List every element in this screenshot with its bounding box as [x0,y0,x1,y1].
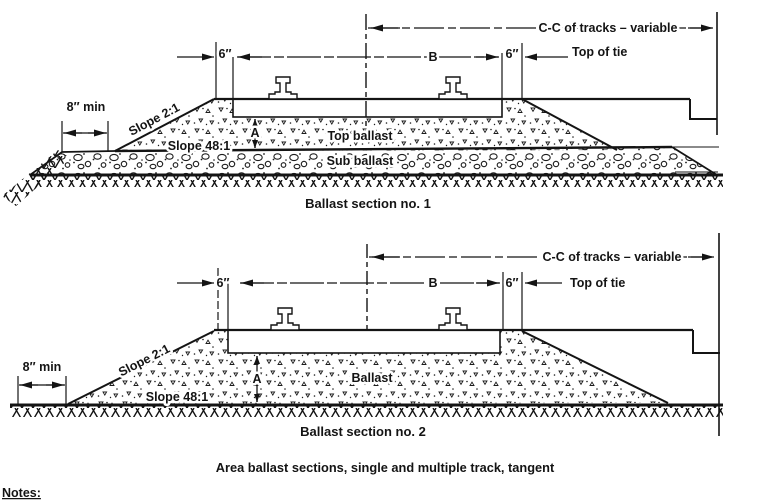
dimension-six-left: 6″ [177,268,232,330]
ballast-label: Ballast [352,371,394,385]
sub-ballast-label: Sub ballast [327,154,395,168]
cc-tracks-label: C-C of tracks – variable [543,250,682,264]
b-label: B [428,50,437,64]
dimension-depth-a: A [250,356,264,402]
rail-icon [438,76,468,100]
top-of-tie-label: Top of tie [572,45,627,59]
rail-icon [438,307,468,331]
dimension-six-right: 6″ Top of tie [502,272,628,331]
right-reference-lines [672,146,719,173]
dimension-b: B [237,48,499,67]
dimension-b: B [240,274,500,293]
ground-hatch [30,176,723,187]
b-label: B [428,276,437,290]
depth-a-label: A [250,126,259,140]
ballast-section-2: C-C of tracks – variable B 6″ 6″ Top of … [10,233,723,439]
dimension-eight-min: 8″ min [61,98,109,152]
rail-icon [270,307,300,331]
ballast-right-slope [521,98,618,151]
track-tie-box [232,98,503,118]
depth-a-label: A [252,372,261,386]
dimension-six-right: 6″ Top of tie [501,43,630,99]
dimension-cc-tracks: C-C of tracks – variable [368,19,713,38]
ballast-section-1: C-C of tracks – variable B 6″ 6″ Top of … [2,12,723,211]
adjacent-track-step [689,99,717,120]
rail-icon [268,76,298,100]
six-right-label: 6″ [506,47,519,61]
slope-48-1-label: Slope 48:1 [146,390,209,404]
dimension-eight-min: 8″ min [17,358,67,404]
adjacent-track-step [692,330,720,354]
ballast-left-slope [67,330,215,405]
section-1-caption: Ballast section no. 1 [305,196,431,211]
ballast-region [68,331,668,404]
eight-min-label: 8″ min [67,100,106,114]
figure-caption: Area ballast sections, single and multip… [216,460,555,475]
track-tie-box [227,329,501,354]
sub-ballast-region [30,147,717,175]
ground-toe-hatch [2,150,70,206]
sub-ballast-right-slope [671,146,718,176]
slope-48-1-label: Slope 48:1 [168,139,231,153]
dimension-depth-a: A [248,119,262,148]
sub-ballast-top-line [114,145,673,153]
top-of-tie-label: Top of tie [570,276,625,290]
eight-min-label: 8″ min [23,360,62,374]
dimension-cc-tracks: C-C of tracks – variable [369,248,714,267]
top-ballast-label: Top ballast [327,129,393,143]
dimension-six-left: 6″ [177,42,234,99]
cc-tracks-label: C-C of tracks – variable [539,21,678,35]
ballast-right-slope [521,330,669,404]
six-left-label: 6″ [219,47,232,61]
ground-hatch [10,406,723,417]
six-left-label: 6″ [217,276,230,290]
notes-heading: Notes: [2,486,41,500]
section-2-caption: Ballast section no. 2 [300,424,426,439]
six-right-label: 6″ [506,276,519,290]
ballast-left-slope [114,98,215,152]
